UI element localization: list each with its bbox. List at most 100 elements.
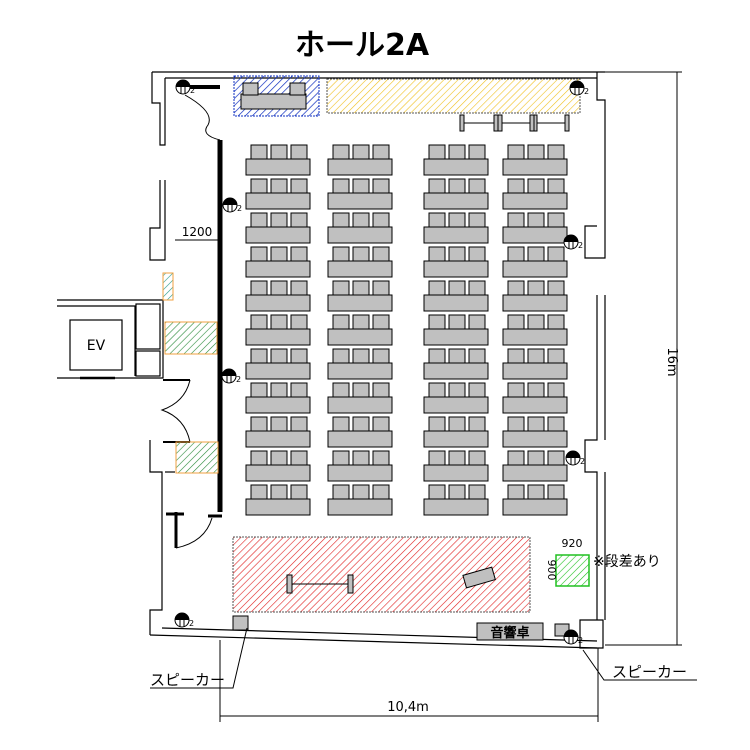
chair	[507, 450, 525, 466]
table-group	[245, 450, 311, 482]
table-group	[502, 416, 568, 448]
chair	[547, 484, 565, 500]
table	[502, 498, 568, 516]
table-group	[502, 348, 568, 380]
chair	[270, 348, 288, 364]
table	[423, 396, 489, 414]
chair	[352, 178, 370, 194]
table-group	[502, 246, 568, 278]
chair	[270, 416, 288, 432]
table-group	[502, 212, 568, 244]
chair	[428, 212, 446, 228]
chair	[372, 348, 390, 364]
chair	[507, 246, 525, 262]
table	[327, 226, 393, 244]
chair	[332, 178, 350, 194]
table	[502, 192, 568, 210]
chair	[372, 246, 390, 262]
chair	[448, 382, 466, 398]
chair	[527, 348, 545, 364]
dimension-lines	[219, 71, 682, 722]
chair	[547, 348, 565, 364]
sound-desk-label: 音響卓	[490, 625, 529, 641]
table	[502, 430, 568, 448]
table-group	[502, 382, 568, 414]
outlet-count: 2	[584, 87, 589, 96]
stage-table	[286, 574, 354, 594]
table-group	[502, 178, 568, 210]
chair	[468, 314, 486, 330]
outlet-count: 2	[189, 619, 194, 628]
chair	[250, 382, 268, 398]
door-clearance-area	[175, 441, 219, 474]
table	[327, 396, 393, 414]
chair	[372, 450, 390, 466]
table-group	[327, 382, 393, 414]
table	[423, 226, 489, 244]
chair	[468, 178, 486, 194]
chair	[270, 382, 288, 398]
speaker-left-label: スピーカー	[150, 671, 225, 689]
table-group	[327, 178, 393, 210]
chair	[428, 280, 446, 296]
table-group	[245, 382, 311, 414]
chair	[527, 484, 545, 500]
chair	[352, 212, 370, 228]
chair	[372, 484, 390, 500]
table-group	[423, 382, 489, 414]
chair	[507, 348, 525, 364]
table	[423, 294, 489, 312]
chair	[428, 178, 446, 194]
table	[245, 498, 311, 516]
table	[502, 328, 568, 346]
chair	[527, 246, 545, 262]
table-group	[327, 280, 393, 312]
outlet-icon: 2	[563, 234, 583, 250]
table	[245, 192, 311, 210]
table	[245, 294, 311, 312]
chair	[428, 450, 446, 466]
table	[327, 328, 393, 346]
chair	[332, 484, 350, 500]
table	[423, 260, 489, 278]
table	[245, 260, 311, 278]
table	[327, 362, 393, 380]
table	[327, 158, 393, 176]
chair	[332, 314, 350, 330]
chair	[270, 212, 288, 228]
chair	[250, 178, 268, 194]
chair	[242, 82, 259, 96]
corridor-width-label: 1200	[182, 225, 213, 239]
lectern-table	[240, 93, 307, 110]
chair	[352, 314, 370, 330]
table	[245, 396, 311, 414]
table-group	[423, 314, 489, 346]
chair	[547, 450, 565, 466]
chair	[527, 178, 545, 194]
chair	[428, 416, 446, 432]
table	[502, 260, 568, 278]
chair	[547, 144, 565, 160]
outlet-icon: 2	[221, 368, 241, 384]
chair	[448, 348, 466, 364]
chair	[332, 280, 350, 296]
chair	[250, 484, 268, 500]
chair	[332, 450, 350, 466]
chair	[527, 450, 545, 466]
door-clearance-area	[164, 321, 218, 355]
chair	[332, 212, 350, 228]
chair	[428, 382, 446, 398]
chair	[352, 280, 370, 296]
table	[327, 498, 393, 516]
chair	[448, 178, 466, 194]
table	[245, 464, 311, 482]
outlet-icon: 2	[565, 450, 585, 466]
chair	[547, 382, 565, 398]
chair	[547, 314, 565, 330]
chair	[507, 314, 525, 330]
chair	[372, 280, 390, 296]
table	[502, 294, 568, 312]
table-group	[502, 484, 568, 516]
table-group	[245, 212, 311, 244]
